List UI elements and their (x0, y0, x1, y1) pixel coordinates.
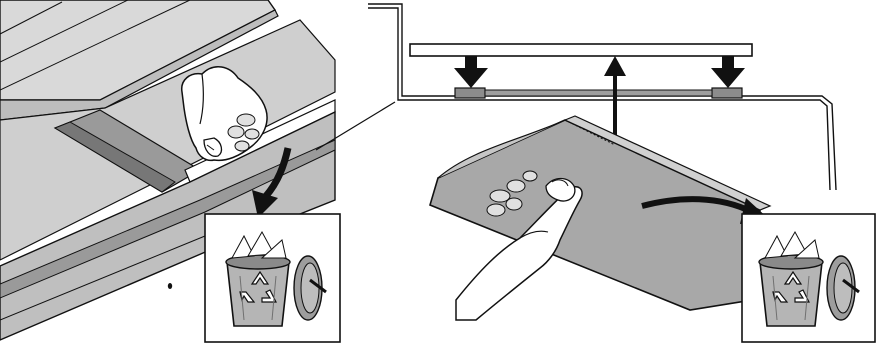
top-board (410, 44, 752, 56)
frame-screw-hole (168, 283, 172, 289)
adhesive-pad-left (455, 88, 485, 98)
adhesive-pad-right (712, 88, 742, 98)
trash-bin-recycle-icon (742, 214, 875, 342)
trash-bin-recycle-icon (205, 214, 340, 342)
arrow-down-icon (454, 56, 745, 88)
